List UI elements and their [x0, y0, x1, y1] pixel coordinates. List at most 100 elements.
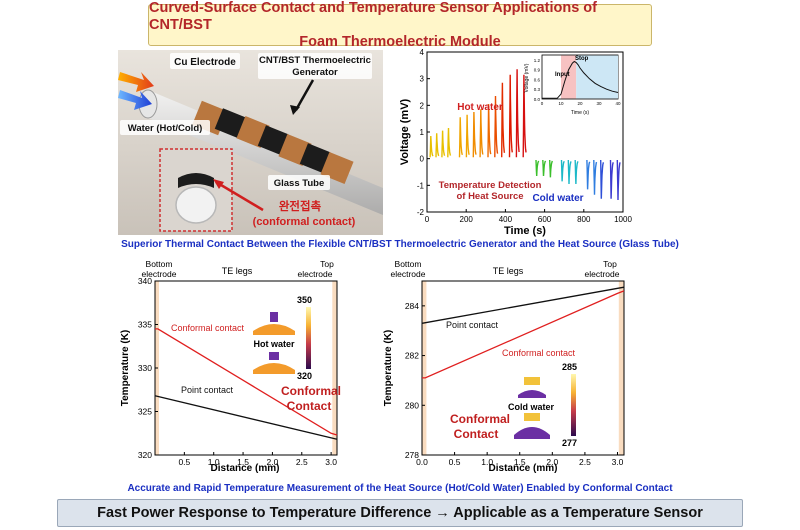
left-bottom-electrode-2: electrode: [142, 269, 177, 279]
hot-water-temperature-chart: Bottom electrode TE legs Top electrode 3…: [120, 259, 341, 474]
cold-water-label: Cold water: [532, 193, 583, 204]
left-sim-dome-1: [253, 324, 295, 335]
temp-x-tick-label: 1.5: [237, 457, 249, 467]
inset-shading: [561, 55, 618, 99]
voltage-pulse: [609, 159, 614, 199]
voltage-x-tick-label: 600: [538, 215, 552, 224]
right-water-label: Cold water: [508, 402, 555, 412]
voltage-pulse: [616, 159, 621, 201]
left-big-label-2: Contact: [287, 399, 332, 413]
voltage-pulse: [441, 130, 446, 158]
right-conformal-label: Conformal contact: [502, 348, 576, 358]
inset-stop-label: Stop: [575, 56, 589, 62]
conformal-pointer-head: [213, 179, 224, 189]
right-colorbar: 285 277: [562, 362, 577, 448]
temp-x-tick-label: 2.5: [296, 457, 308, 467]
inset-y-tick-label: 0.6: [534, 77, 541, 82]
temp-y-tick-label: 335: [138, 320, 152, 330]
inset-input-label: Input: [555, 72, 570, 78]
hot-water-sim: Hot water: [253, 312, 295, 374]
voltage-pulse: [472, 111, 477, 158]
voltage-pulse: [542, 159, 547, 177]
inset-y-tick-label: 1.2: [534, 58, 541, 63]
right-series: [421, 286, 625, 379]
left-point-label: Point contact: [181, 385, 234, 395]
glass-tube-label: Glass Tube: [274, 178, 325, 189]
voltage-x-tick-label: 0: [425, 215, 430, 224]
voltage-pulse: [515, 69, 520, 158]
voltage-pulse: [508, 74, 513, 158]
temp-x-tick-label: 2.0: [546, 457, 558, 467]
inset-x-tick-label: 20: [577, 101, 583, 106]
inset-y-tick-label: 0.0: [534, 97, 541, 102]
cu-electrode-label: Cu Electrode: [174, 57, 236, 68]
inset-x-tick-label: 40: [615, 101, 621, 106]
right-plot-frame: [421, 280, 625, 456]
water-label-bg: [120, 120, 210, 135]
inset-ylabel: Voltage (mV): [524, 63, 530, 92]
temp-y-tick-label: 330: [138, 363, 152, 373]
right-top-electrode-1: Top: [603, 259, 617, 269]
temp-x-tick-label: 2.5: [579, 457, 591, 467]
voltage-y-tick-label: -1: [417, 181, 425, 190]
temp-x-tick-label: 0.0: [416, 457, 428, 467]
generator-label-bg: [258, 53, 372, 79]
left-xlabel: Distance (mm): [211, 463, 280, 474]
inset-x-tick-label: 0: [541, 101, 544, 106]
voltage-pulse: [567, 159, 572, 185]
title-banner: Curved-Surface Contact and Temperature S…: [148, 0, 652, 50]
detect-label-2: of Heat Source: [456, 191, 523, 202]
generator-pointer-line: [294, 79, 315, 111]
voltage-pulse: [458, 117, 463, 158]
voltage-xlabel: Time (s): [504, 225, 546, 237]
korean-conformal-label: 완전접촉: [279, 199, 322, 213]
left-ylabel: Temperature (K): [120, 330, 131, 407]
voltage-pulse: [494, 95, 499, 158]
left-colorbar: 350 320: [297, 295, 312, 381]
temp-x-tick-label: 1.5: [514, 457, 526, 467]
left-top-electrode-2: electrode: [298, 269, 333, 279]
left-sim-leg-1: [270, 312, 278, 322]
voltage-pulse: [560, 159, 565, 182]
voltage-pulse: [465, 114, 470, 158]
right-sim-leg-1: [524, 377, 540, 385]
left-bottom-electrode-1: Bottom: [146, 259, 173, 269]
generator-label-1: CNT/BST Thermoelectric: [259, 55, 371, 66]
voltage-ylabel: Voltage (mV): [399, 98, 411, 165]
device-photo-illustration: Cu Electrode CNT/BST Thermoelectric Gene…: [118, 50, 383, 235]
voltage-series: [429, 69, 621, 201]
left-top-electrode-1: Top: [320, 259, 334, 269]
inset-series: [542, 60, 619, 99]
temp-series-line: [421, 286, 625, 324]
right-sim-leg-2: [524, 413, 540, 421]
right-sim-dome-2: [514, 427, 550, 439]
voltage-pulse: [487, 103, 492, 158]
electrode-band-top: [618, 281, 624, 455]
voltage-x-tick-label: 800: [577, 215, 591, 224]
inset-x-tick-label: 30: [596, 101, 602, 106]
generator-label-2: Generator: [292, 67, 338, 78]
right-colorbar-gradient: [571, 374, 576, 436]
voltage-y-tick-label: 1: [420, 128, 425, 137]
left-sim-leg-2: [269, 352, 279, 360]
cold-water-temperature-chart: Bottom electrode TE legs Top electrode 2…: [383, 259, 625, 474]
voltage-y-tick-label: -2: [417, 208, 425, 217]
detect-label-1: Temperature Detection: [439, 180, 542, 191]
inset-xlabel: Time (s): [571, 110, 589, 116]
bottom-caption: Accurate and Rapid Temperature Measureme…: [127, 483, 673, 494]
left-sim-dome-2: [253, 363, 295, 374]
title-line-2: Foam Thermoelectric Module: [299, 33, 501, 50]
voltage-pulse: [429, 135, 434, 158]
left-colorbar-gradient: [306, 307, 311, 369]
title-line-1: Curved-Surface Contact and Temperature S…: [149, 0, 597, 33]
left-cbar-max: 350: [297, 295, 312, 305]
right-big-label-2: Contact: [454, 427, 499, 441]
hot-water-label: Hot water: [457, 102, 503, 113]
footer-banner: Fast Power Response to Temperature Diffe…: [57, 499, 743, 527]
hot-water-arrow: [118, 72, 154, 92]
right-big-label-1: Conformal: [450, 412, 510, 426]
voltage-pulse: [586, 159, 591, 190]
